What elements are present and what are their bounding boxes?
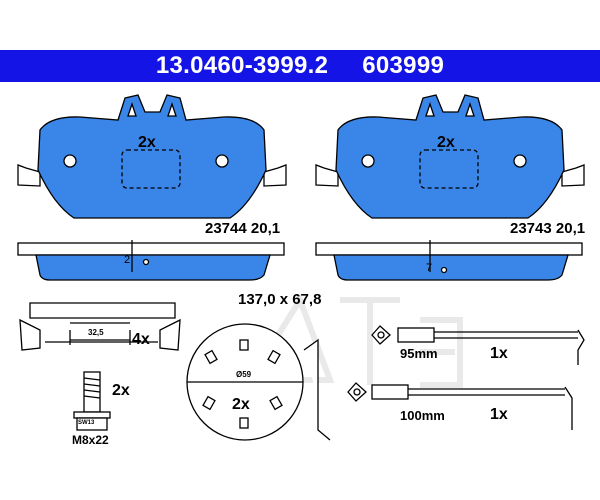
clip-qty: 4x: [132, 331, 150, 348]
bolt-size: M8x22: [72, 433, 109, 447]
retaining-clip: [19, 302, 181, 351]
bolt-head-mark: SW13: [78, 420, 95, 426]
sensor-95-qty: 1x: [490, 345, 508, 362]
shim-plate: [186, 323, 331, 441]
alt-part-number: 603999: [362, 52, 445, 79]
brake-pad-left-side: [17, 240, 285, 281]
bolt: [73, 371, 111, 431]
brake-pad-right-side: [315, 240, 583, 281]
pad-size: 137,0 x 67,8: [238, 291, 322, 308]
pad-left-qty: 2x: [138, 134, 156, 151]
pad-left-code: 23744 20,1: [205, 220, 281, 237]
pad-right-code: 23743 20,1: [510, 220, 586, 237]
brake-pad-left: [17, 94, 287, 219]
shim-diameter: Ø59: [236, 370, 252, 379]
part-number: 13.0460-3999.2: [155, 52, 329, 79]
clip-dim: 32,5: [88, 328, 104, 337]
sensor-100-length: 100mm: [400, 408, 445, 423]
shim-qty: 2x: [232, 396, 250, 413]
sensor-95-length: 95mm: [400, 346, 438, 361]
bolt-qty: 2x: [112, 382, 130, 399]
wear-sensor-100: [347, 382, 573, 430]
pad-right-wear-dim: 7: [426, 262, 433, 274]
sensor-100-qty: 1x: [490, 406, 508, 423]
header-bar: 13.0460-3999.2 603999: [0, 50, 600, 82]
pad-right-qty: 2x: [437, 134, 455, 151]
wear-sensor-95: [371, 325, 585, 365]
brake-pad-right: [315, 94, 585, 219]
pad-left-wear-dim: 2: [124, 254, 131, 266]
